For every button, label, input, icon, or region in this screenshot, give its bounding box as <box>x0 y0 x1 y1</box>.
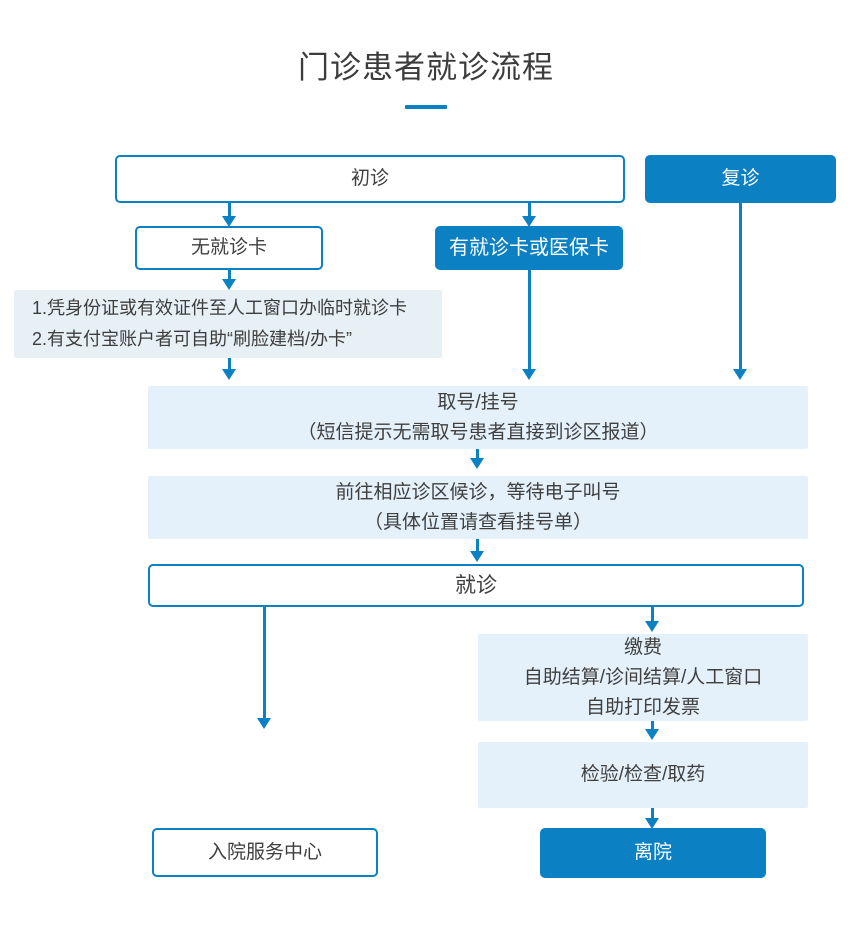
arrowhead-has-card-to-registration <box>522 369 536 380</box>
connector-payment-to-tests <box>651 721 654 731</box>
node-note-line-2: 2.有支付宝账户者可自助“刷脸建档/办卡” <box>32 329 352 349</box>
node-waiting-area: 前往相应诊区候诊，等待电子叫号 （具体位置请查看挂号单） <box>148 476 808 539</box>
arrowhead-tests-to-discharge <box>645 818 659 829</box>
connector-consultation-to-admission-center <box>263 607 266 720</box>
arrowhead-no-card-to-note <box>222 279 236 290</box>
node-discharge[interactable]: 离院 <box>540 828 766 878</box>
arrowhead-note-to-registration <box>222 369 236 380</box>
connector-registration-to-waiting <box>476 449 479 461</box>
connector-has-card-to-registration <box>528 270 531 370</box>
page-header: 门诊患者就诊流程 <box>0 48 852 109</box>
connector-no-card-to-note <box>228 270 231 282</box>
node-note-line-1: 1.凭身份证或有效证件至人工窗口办临时就诊卡 <box>32 298 408 318</box>
node-first-visit-label: 初诊 <box>350 168 389 189</box>
arrowhead-payment-to-tests <box>645 729 659 740</box>
node-has-card-label: 有就诊卡或医保卡 <box>449 237 609 259</box>
connector-waiting-to-consultation <box>476 539 479 551</box>
connector-first-visit-to-has-card <box>528 203 531 219</box>
node-waiting-line-2: （具体位置请查看挂号单） <box>363 511 592 533</box>
node-consultation-label: 就诊 <box>455 573 497 597</box>
connector-note-to-registration <box>228 358 231 372</box>
title-underline-accent <box>405 105 447 109</box>
node-tests-label: 检验/检查/取药 <box>580 764 706 785</box>
arrowhead-first-visit-to-has-card <box>522 216 536 227</box>
node-admission-center-label: 入院服务中心 <box>207 841 322 863</box>
connector-first-visit-to-no-card <box>228 203 231 219</box>
node-registration-line-1: 取号/挂号 <box>437 391 519 413</box>
node-return-visit-label: 复诊 <box>721 168 760 189</box>
node-payment-line-2: 自助结算/诊间结算/人工窗口 <box>523 666 763 688</box>
connector-return-visit-to-registration <box>739 203 742 371</box>
node-has-card[interactable]: 有就诊卡或医保卡 <box>435 226 623 270</box>
node-discharge-label: 离院 <box>633 842 672 863</box>
node-no-card[interactable]: 无就诊卡 <box>135 226 323 270</box>
node-tests-and-pharmacy: 检验/检查/取药 <box>478 742 808 808</box>
node-payment-line-1: 缴费 <box>623 636 662 658</box>
connector-tests-to-discharge <box>651 808 654 820</box>
page-title: 门诊患者就诊流程 <box>298 50 554 85</box>
node-registration-line-2: （短信提示无需取号患者直接到诊区报道） <box>297 421 659 443</box>
node-return-visit[interactable]: 复诊 <box>645 155 836 203</box>
arrowhead-first-visit-to-no-card <box>222 216 236 227</box>
connector-consultation-to-payment <box>651 607 654 623</box>
node-payment: 缴费 自助结算/诊间结算/人工窗口 自助打印发票 <box>478 634 808 721</box>
node-payment-line-3: 自助打印发票 <box>585 696 700 718</box>
arrowhead-waiting-to-consultation <box>470 551 484 562</box>
node-waiting-line-1: 前往相应诊区候诊，等待电子叫号 <box>335 481 621 503</box>
arrowhead-consultation-to-admission-center <box>257 718 271 729</box>
arrowhead-return-visit-to-registration <box>733 369 747 380</box>
node-first-visit[interactable]: 初诊 <box>115 155 625 203</box>
node-registration: 取号/挂号 （短信提示无需取号患者直接到诊区报道） <box>148 386 808 449</box>
node-consultation[interactable]: 就诊 <box>148 564 804 607</box>
node-no-card-label: 无就诊卡 <box>190 237 267 258</box>
arrowhead-consultation-to-payment <box>645 621 659 632</box>
node-note-temporary-card: 1.凭身份证或有效证件至人工窗口办临时就诊卡 2.有支付宝账户者可自助“刷脸建档… <box>14 290 442 358</box>
node-admission-service-center[interactable]: 入院服务中心 <box>152 828 378 877</box>
arrowhead-registration-to-waiting <box>470 458 484 469</box>
